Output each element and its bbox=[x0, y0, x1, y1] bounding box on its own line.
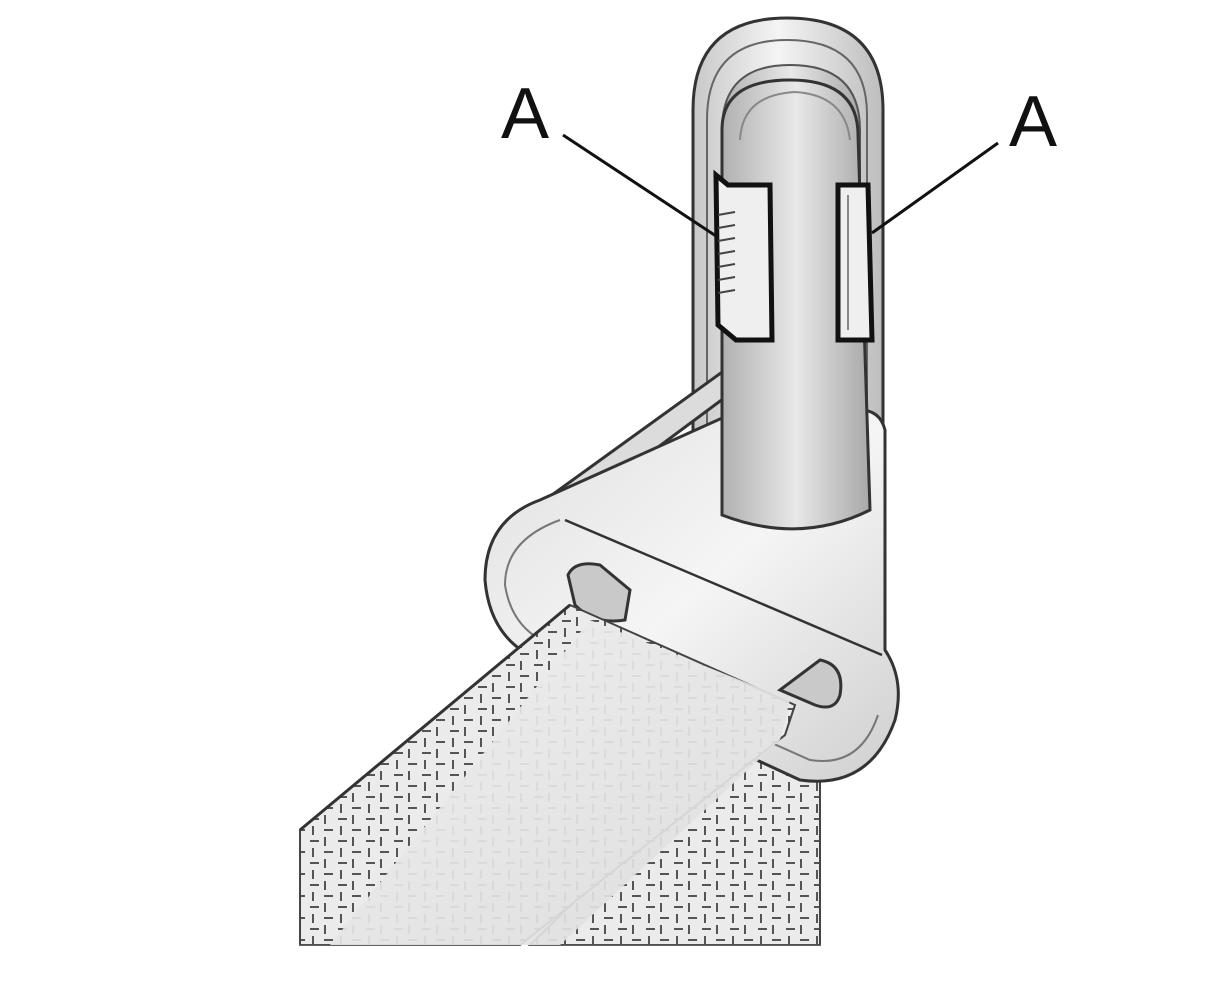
release-button-right bbox=[835, 182, 875, 343]
sliding-anchor-plate bbox=[483, 78, 900, 783]
callout-label-left: A bbox=[501, 74, 549, 154]
callout-leaders bbox=[562, 133, 999, 238]
callout-label-right: A bbox=[1009, 82, 1057, 162]
upper-webbing bbox=[290, 603, 830, 955]
release-button-left bbox=[713, 169, 775, 343]
